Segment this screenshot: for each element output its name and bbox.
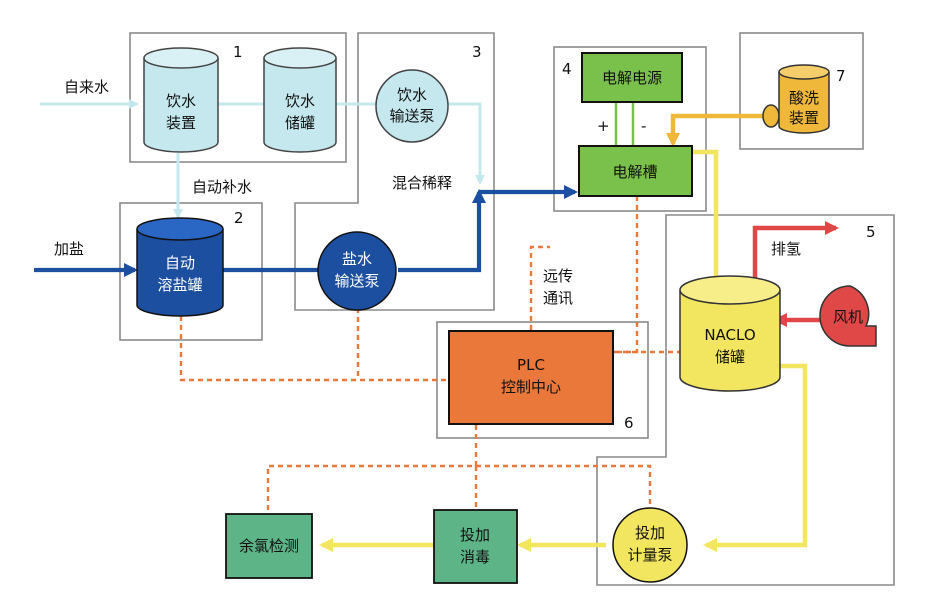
pump-to-mix-brine-line (398, 189, 486, 273)
zone-7-box (739, 32, 864, 150)
zone-number-5: 5 (866, 223, 876, 241)
electrolysis-power-supply: 电解电源 (581, 52, 683, 103)
plc-label-1: PLC (517, 356, 545, 374)
drinking-storage-tank: 饮水 储罐 (263, 47, 337, 153)
zone-number-7: 7 (836, 67, 846, 85)
naclo-label-2: 储罐 (715, 348, 745, 366)
residual-chlorine-detector: 余氯检测 (225, 513, 313, 579)
hydrogen-vent-label: 排氢 (771, 240, 801, 258)
drinking-pump-label-1: 饮水 (397, 86, 427, 104)
naclo-label-1: NACLO (704, 326, 755, 344)
disinfect-label-1: 投加 (460, 526, 490, 544)
residual-chlorine-label: 余氯检测 (239, 537, 299, 555)
drinking-storage-label-1: 饮水 (285, 92, 315, 110)
electrolyzer-to-naclo-line (692, 149, 719, 280)
drinking-pump: 饮水 输送泵 (375, 69, 449, 143)
power-supply-label: 电解电源 (602, 69, 662, 87)
brine-pump: 盐水 输送泵 (317, 231, 397, 311)
mix-dilute-label: 混合稀释 (392, 174, 452, 192)
signal-line-salt-tank (179, 316, 449, 382)
remote-comm-label-2: 通讯 (543, 289, 573, 307)
disinfect-label-2: 消毒 (460, 548, 490, 566)
zone-4-box (553, 46, 707, 212)
signal-line-remote (529, 245, 550, 330)
dosing-pump-label-1: 投加 (635, 524, 665, 542)
salt-tank-label-2: 溶盐罐 (157, 276, 202, 294)
salt-dissolving-tank: 自动 溶盐罐 (136, 217, 224, 317)
remote-comm-label-1: 远传 (543, 267, 573, 285)
plc-label-2: 控制中心 (501, 378, 561, 396)
dosing-pump-label-2: 计量泵 (627, 546, 672, 564)
tap-water-label: 自来水 (64, 78, 109, 96)
drinking-pump-label-2: 输送泵 (389, 107, 434, 125)
zone-5-box (596, 214, 895, 586)
zone-number-1: 1 (233, 43, 243, 61)
zone-number-3: 3 (472, 43, 482, 61)
signal-line-pump (476, 464, 652, 508)
zone-1-box (129, 32, 347, 163)
positive-terminal-label: + (597, 117, 610, 135)
fan-label: 风机 (833, 308, 863, 326)
brine-pump-label-2: 输送泵 (334, 272, 379, 290)
acid-wash-label-2: 装置 (789, 109, 819, 127)
acid-wash-label-1: 酸洗 (789, 89, 819, 107)
negative-terminal-label: - (641, 117, 646, 135)
electrolyzer-label: 电解槽 (612, 163, 657, 181)
electrolyzer-cell: 电解槽 (578, 145, 693, 197)
dosing-disinfection-unit: 投加 消毒 (433, 509, 518, 584)
add-salt-label: 加盐 (54, 240, 84, 258)
zone-number-2: 2 (234, 209, 244, 227)
pump-to-mix-line (448, 102, 485, 185)
salt-tank-label-1: 自动 (165, 254, 195, 272)
auto-refill-label: 自动补水 (192, 178, 252, 196)
naclo-to-dosing-line (703, 363, 808, 552)
zone-3-box (294, 32, 495, 311)
plc-control-center: PLC 控制中心 (448, 330, 614, 425)
brine-pump-label-1: 盐水 (342, 250, 372, 268)
fan-blower: 风机 (819, 285, 877, 347)
signal-line-dosing (266, 425, 478, 512)
zone-number-6: 6 (624, 414, 634, 432)
drinking-device-label-2: 装置 (166, 114, 196, 132)
hydrogen-vent-line (752, 221, 839, 283)
drinking-device-tank: 饮水 装置 (143, 47, 219, 153)
drinking-storage-label-2: 储罐 (285, 114, 315, 132)
dosing-metering-pump: 投加 计量泵 (612, 507, 688, 583)
acid-wash-device: 酸洗 装置 (762, 64, 830, 134)
signal-line-electrolyzer (614, 196, 639, 354)
acid-wash-line (666, 113, 772, 147)
naclo-storage-tank: NACLO 储罐 (679, 275, 781, 392)
zone-number-4: 4 (562, 60, 572, 78)
drinking-device-label-1: 饮水 (166, 92, 196, 110)
